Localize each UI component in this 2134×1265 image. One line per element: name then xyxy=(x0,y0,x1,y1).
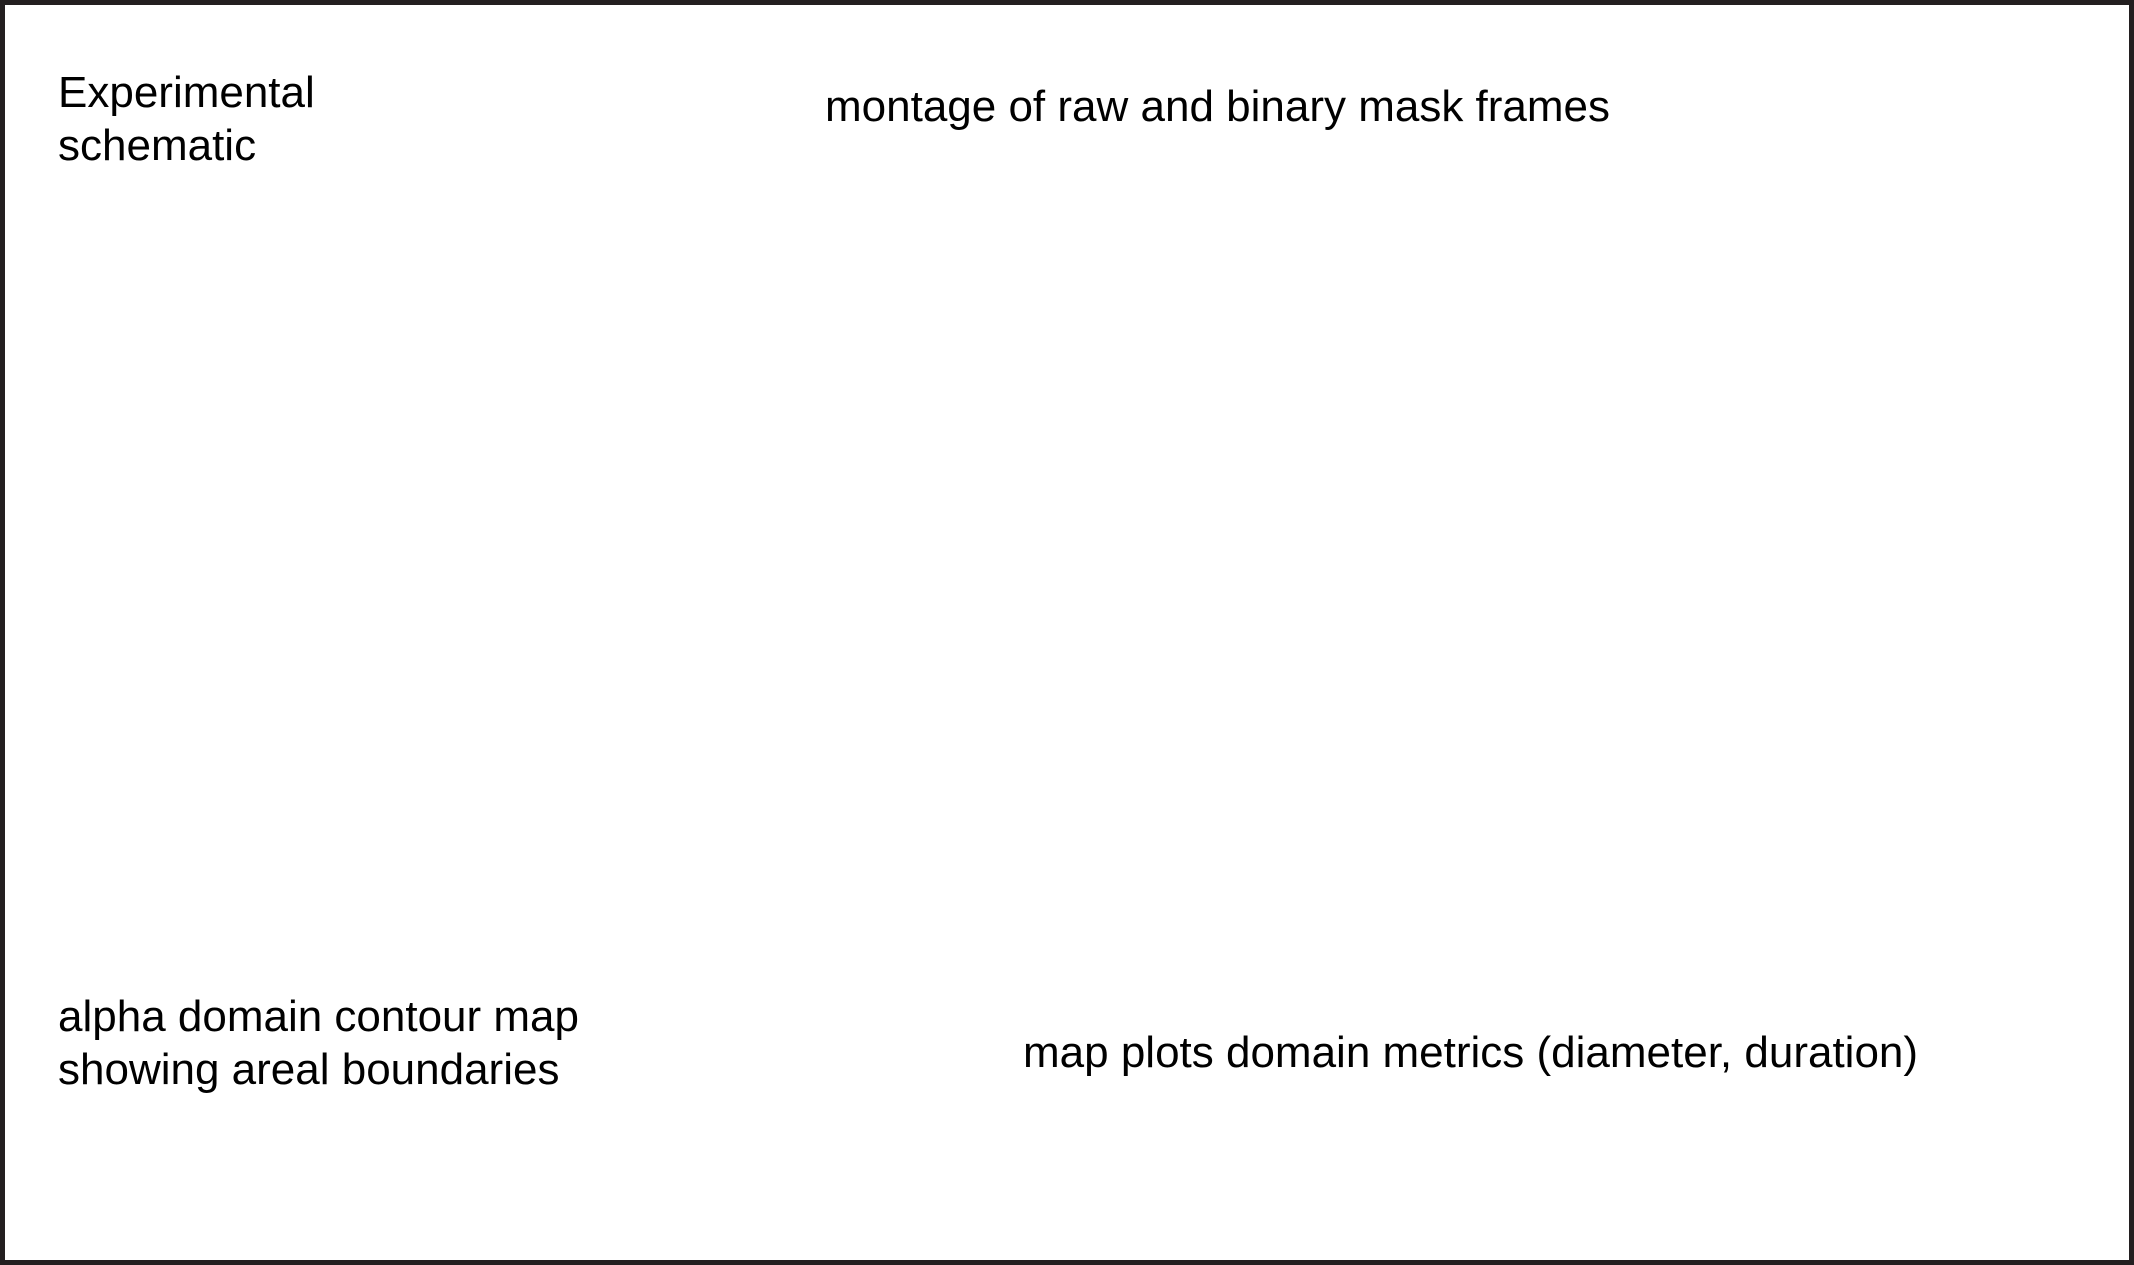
panel-caption-montage-frames: montage of raw and binary mask frames xyxy=(825,82,1611,131)
panel-caption-alpha-domain-contour-map: alpha domain contour map showing areal b… xyxy=(58,992,579,1094)
panel-caption-experimental-schematic: Experimental schematic xyxy=(58,68,315,170)
panel-caption-domain-metrics-map: map plots domain metrics (diameter, dura… xyxy=(1023,1028,1919,1077)
